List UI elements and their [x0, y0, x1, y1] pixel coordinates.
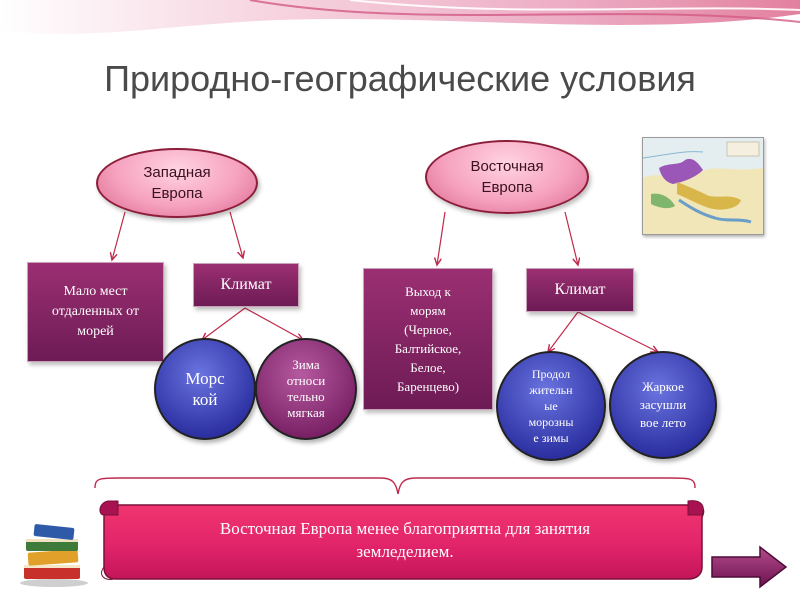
- west-box1-line3: морей: [77, 324, 114, 339]
- east-box-seas: Выход к морям (Черное, Балтийское, Белое…: [363, 268, 493, 410]
- east-circle1-line2: жительн: [529, 383, 573, 397]
- east-circle-summer: Жаркое засушли вое лето: [609, 351, 717, 459]
- east-heading-line1: Восточная: [470, 158, 544, 175]
- conclusion-text: Восточная Европа менее благоприятна для …: [110, 517, 700, 563]
- west-box-seas: Мало мест отдаленных от морей: [27, 262, 164, 362]
- east-climate-box: Климат: [526, 268, 634, 312]
- west-circle2-line2: относи: [286, 373, 326, 388]
- east-circle1-line5: е зимы: [533, 431, 569, 445]
- east-box1-line5: Белое,: [410, 360, 446, 375]
- conclusion-banner-bg: [99, 500, 705, 580]
- books-icon: [20, 524, 88, 587]
- west-box1-line2: отдаленных от: [51, 304, 140, 319]
- conclusion-line1: Восточная Европа менее благоприятна для …: [219, 519, 591, 538]
- east-circle2-line2: засушли: [639, 397, 687, 412]
- east-circle2-line1: Жаркое: [642, 379, 684, 394]
- east-circle1-line4: морозны: [528, 415, 574, 429]
- west-climate-box: Климат: [193, 263, 299, 307]
- east-circle2-line3: вое лето: [640, 415, 686, 430]
- west-circle2-line4: мягкая: [287, 405, 325, 420]
- east-box1-line6: Баренцево): [396, 379, 460, 394]
- map-thumbnail[interactable]: [642, 137, 764, 235]
- west-circle1-line1: Морс: [185, 369, 225, 388]
- map-icon: [643, 138, 763, 234]
- east-box1-line2: морям: [410, 303, 446, 318]
- west-box1-line1: Мало мест: [63, 284, 128, 299]
- arrow-right-icon[interactable]: [708, 543, 790, 591]
- slide-title: Природно-географические условия: [104, 58, 696, 99]
- east-box1-line1: Выход к: [405, 284, 451, 299]
- west-circle2-line3: тельно: [287, 389, 325, 404]
- west-circle-winter: Зима относи тельно мягкая: [255, 338, 357, 440]
- west-heading-line1: Западная: [143, 164, 211, 181]
- east-circle-winters: Продол жительн ые морозны е зимы: [496, 351, 606, 461]
- west-circle2-line1: Зима: [292, 357, 320, 372]
- west-heading-line2: Европа: [151, 185, 203, 202]
- conclusion-line2: земледелием.: [356, 542, 454, 561]
- east-circle1-line3: ые: [544, 399, 558, 413]
- east-circle1-line1: Продол: [531, 367, 571, 381]
- header-decoration: [0, 0, 800, 34]
- west-climate-label: Климат: [220, 276, 272, 293]
- east-heading-line2: Европа: [481, 179, 533, 196]
- west-circle1-line2: кой: [192, 390, 218, 409]
- east-box1-line4: Балтийское,: [394, 341, 462, 356]
- east-box1-line3: (Черное,: [404, 322, 452, 337]
- east-climate-label: Климат: [554, 281, 606, 298]
- west-circle-maritime: Морс кой: [154, 338, 256, 440]
